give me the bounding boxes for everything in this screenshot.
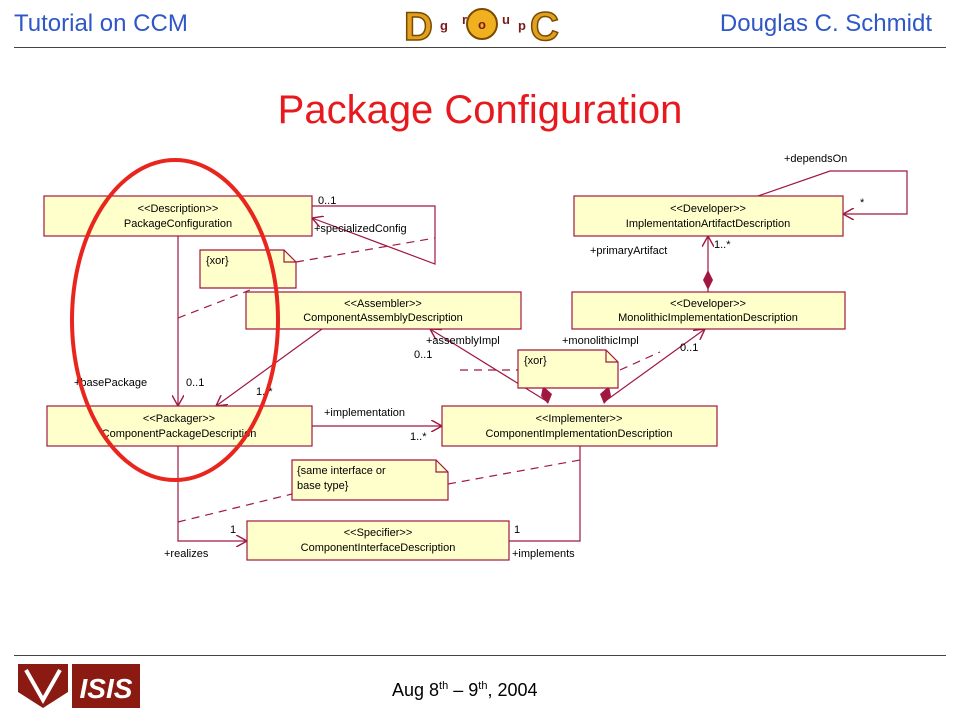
class-component-assembly: <<Assembler>> ComponentAssemblyDescripti… — [245, 291, 522, 330]
logo-letter-g: g — [440, 18, 448, 33]
specialized-config-line — [312, 205, 436, 265]
implements-multiplicity: 1 — [514, 524, 520, 536]
monolithic-impl-multiplicity: 0..1 — [680, 342, 698, 354]
logo-clock-icon — [466, 8, 498, 40]
class-stereotype: <<Developer>> — [670, 298, 746, 310]
doc-group-logo: D g r o u p C — [403, 4, 559, 46]
composition-diamond-primary — [703, 270, 713, 290]
xor-mid-dashed-line — [460, 351, 661, 371]
realizes-multiplicity: 1 — [230, 524, 236, 536]
slide-title: Package Configuration — [277, 88, 683, 132]
footer-date-sup2: th — [478, 680, 488, 692]
class-name: PackageConfiguration — [124, 218, 232, 230]
header-divider — [14, 47, 946, 48]
depends-on-line — [757, 170, 908, 214]
class-impl-artifact: <<Developer>> ImplementationArtifactDesc… — [573, 195, 844, 237]
class-name: ComponentPackageDescription — [102, 428, 257, 440]
base-package-role: +basePackage — [74, 377, 147, 389]
note-text: {xor} — [206, 255, 229, 267]
class-stereotype: <<Specifier>> — [344, 527, 413, 539]
implements-role: +implements — [512, 548, 575, 560]
footer-date-sup1: th — [439, 680, 449, 692]
same-interface-dashed-line — [177, 459, 581, 523]
class-monolithic-impl: <<Developer>> MonolithicImplementationDe… — [571, 291, 846, 330]
note-text: {xor} — [524, 355, 547, 367]
monolithic-impl-line — [603, 329, 705, 403]
footer-date: Aug 8th – 9th, 2004 — [392, 680, 538, 701]
class-stereotype: <<Description>> — [138, 203, 219, 215]
xor-left-dashed-line — [177, 237, 436, 319]
logo-letter-p: p — [518, 18, 526, 33]
note-same-interface: {same interface or base type} — [291, 459, 449, 501]
class-name: ComponentAssemblyDescription — [303, 312, 463, 324]
note-text-line1: {same interface or — [297, 465, 386, 477]
logo-letter-u: u — [502, 12, 510, 27]
primary-artifact-multiplicity: 1..* — [714, 239, 731, 251]
specialized-role: +specializedConfig — [314, 223, 407, 235]
logo-letter-d: D — [404, 5, 433, 46]
primary-artifact-role: +primaryArtifact — [590, 245, 667, 257]
class-name: ComponentImplementationDescription — [485, 428, 672, 440]
class-stereotype: <<Developer>> — [670, 203, 746, 215]
class-stereotype: <<Packager>> — [143, 413, 215, 425]
logo-letter-o: o — [478, 17, 486, 32]
logo-letter-c: C — [530, 5, 559, 46]
assembly-impl-line — [430, 329, 549, 403]
class-component-interface: <<Specifier>> ComponentInterfaceDescript… — [246, 520, 510, 561]
specialized-multiplicity: 0..1 — [318, 195, 336, 207]
assembly-impl-role: +assemblyImpl — [426, 335, 500, 347]
assembly-package-line — [216, 328, 323, 406]
composition-diamond-assembly — [541, 386, 552, 404]
assembly-impl-multiplicity: 0..1 — [414, 349, 432, 361]
class-name: MonolithicImplementationDescription — [618, 312, 798, 324]
isis-logo-text: ISIS — [80, 673, 133, 704]
monolithic-impl-role: +monolithicImpl — [562, 335, 639, 347]
header-left-text: Tutorial on CCM — [14, 10, 188, 37]
implementation-multiplicity: 1..* — [410, 431, 427, 443]
class-name: ComponentInterfaceDescription — [301, 542, 456, 554]
class-component-package: <<Packager>> ComponentPackageDescription — [46, 405, 313, 447]
header-right-text: Douglas C. Schmidt — [719, 10, 932, 37]
footer-date-suffix: , 2004 — [487, 680, 538, 700]
realizes-line — [177, 446, 247, 541]
implements-line — [484, 446, 581, 541]
class-component-impl: <<Implementer>> ComponentImplementationD… — [441, 405, 718, 447]
class-package-configuration: <<Description>> PackageConfiguration — [43, 195, 313, 237]
note-text-line2: base type} — [297, 480, 349, 492]
base-package-multiplicity: 0..1 — [186, 377, 204, 389]
implementation-role: +implementation — [324, 407, 405, 419]
vu-isis-logo: ISIS — [16, 662, 142, 710]
highlight-ellipse — [70, 158, 280, 482]
class-stereotype: <<Assembler>> — [344, 298, 422, 310]
class-name: ImplementationArtifactDescription — [626, 218, 790, 230]
footer-divider — [14, 655, 946, 656]
note-xor-mid: {xor} — [517, 349, 619, 389]
composition-diamond-monolithic — [600, 386, 611, 404]
depends-on-role: +dependsOn — [784, 153, 847, 165]
note-xor-left: {xor} — [199, 249, 297, 289]
logo-letter-r: r — [462, 12, 467, 27]
footer-date-mid: – 9 — [448, 680, 479, 700]
class-stereotype: <<Implementer>> — [536, 413, 623, 425]
depends-on-multiplicity: * — [860, 197, 865, 209]
footer-date-prefix: Aug 8 — [392, 680, 440, 700]
realizes-role: +realizes — [164, 548, 209, 560]
